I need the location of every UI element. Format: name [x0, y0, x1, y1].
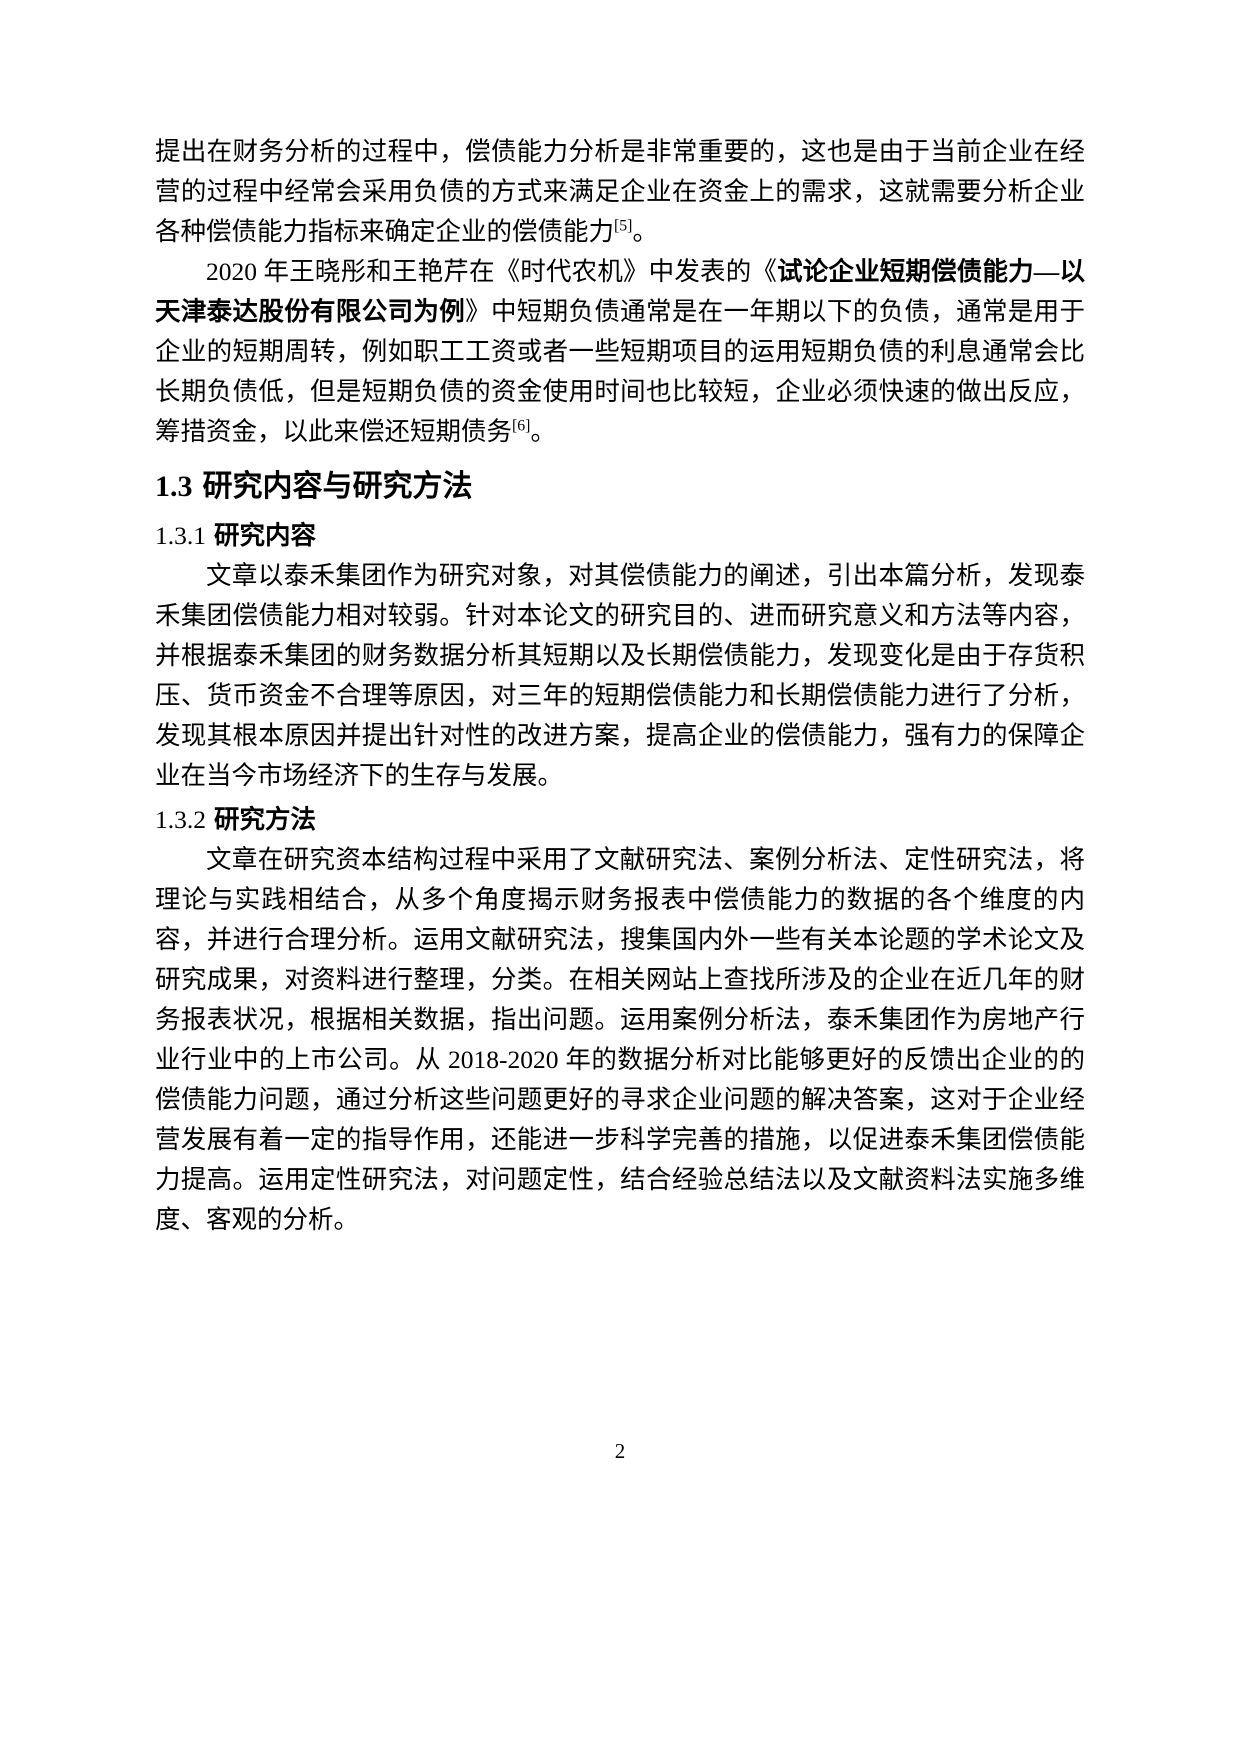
paragraph-research-method: 文章在研究资本结构过程中采用了文献研究法、案例分析法、定性研究法，将理论与实践相… — [155, 840, 1085, 1240]
heading-1-3-1-title: 研究内容 — [214, 521, 317, 550]
page-content: 提出在财务分析的过程中，偿债能力分析是非常重要的，这也是由于当前企业在经营的过程… — [155, 132, 1085, 1240]
page-number: 2 — [614, 1439, 626, 1463]
reference-marker-5: [5] — [614, 217, 633, 235]
heading-1-3-1-number: 1.3.1 — [155, 521, 206, 550]
paragraph-text: 文章以泰禾集团作为研究对象，对其偿债能力的阐述，引出本篇分析，发现泰禾集团偿债能… — [155, 561, 1085, 790]
paragraph-literature-review-5: 提出在财务分析的过程中，偿债能力分析是非常重要的，这也是由于当前企业在经营的过程… — [155, 132, 1085, 252]
reference-marker-6: [6] — [512, 417, 531, 435]
cited-work-title: 试论企业短期偿债能力—以天津泰达股份有限公司为例 — [155, 257, 1085, 326]
paragraph-literature-review-6: 2020 年王晓彤和王艳芹在《时代农机》中发表的《试论企业短期偿债能力—以天津泰… — [155, 252, 1085, 452]
heading-1-3-1: 1.3.1 研究内容 — [155, 516, 1085, 556]
paragraph-research-content: 文章以泰禾集团作为研究对象，对其偿债能力的阐述，引出本篇分析，发现泰禾集团偿债能… — [155, 556, 1085, 796]
heading-1-3-2: 1.3.2 研究方法 — [155, 800, 1085, 840]
heading-1-3-number: 1.3 — [155, 470, 193, 503]
paragraph-text-lead: 2020 年王晓彤和王艳芹在《时代农机》中发表的《 — [206, 257, 778, 286]
paragraph-text: 提出在财务分析的过程中，偿债能力分析是非常重要的，这也是由于当前企业在经营的过程… — [155, 137, 1085, 246]
paragraph-text-tail: 。 — [632, 217, 658, 246]
heading-1-3-2-number: 1.3.2 — [155, 805, 206, 834]
paragraph-text-body: 》中短期负债通常是在一年期以下的负债，通常是用于企业的短期周转，例如职工工资或者… — [155, 297, 1085, 446]
heading-1-3: 1.3 研究内容与研究方法 — [155, 464, 1085, 510]
paragraph-text: 文章在研究资本结构过程中采用了文献研究法、案例分析法、定性研究法，将理论与实践相… — [155, 845, 1085, 1234]
heading-1-3-2-title: 研究方法 — [214, 805, 317, 834]
heading-1-3-title: 研究内容与研究方法 — [202, 470, 473, 503]
paragraph-text-tail: 。 — [530, 417, 556, 446]
